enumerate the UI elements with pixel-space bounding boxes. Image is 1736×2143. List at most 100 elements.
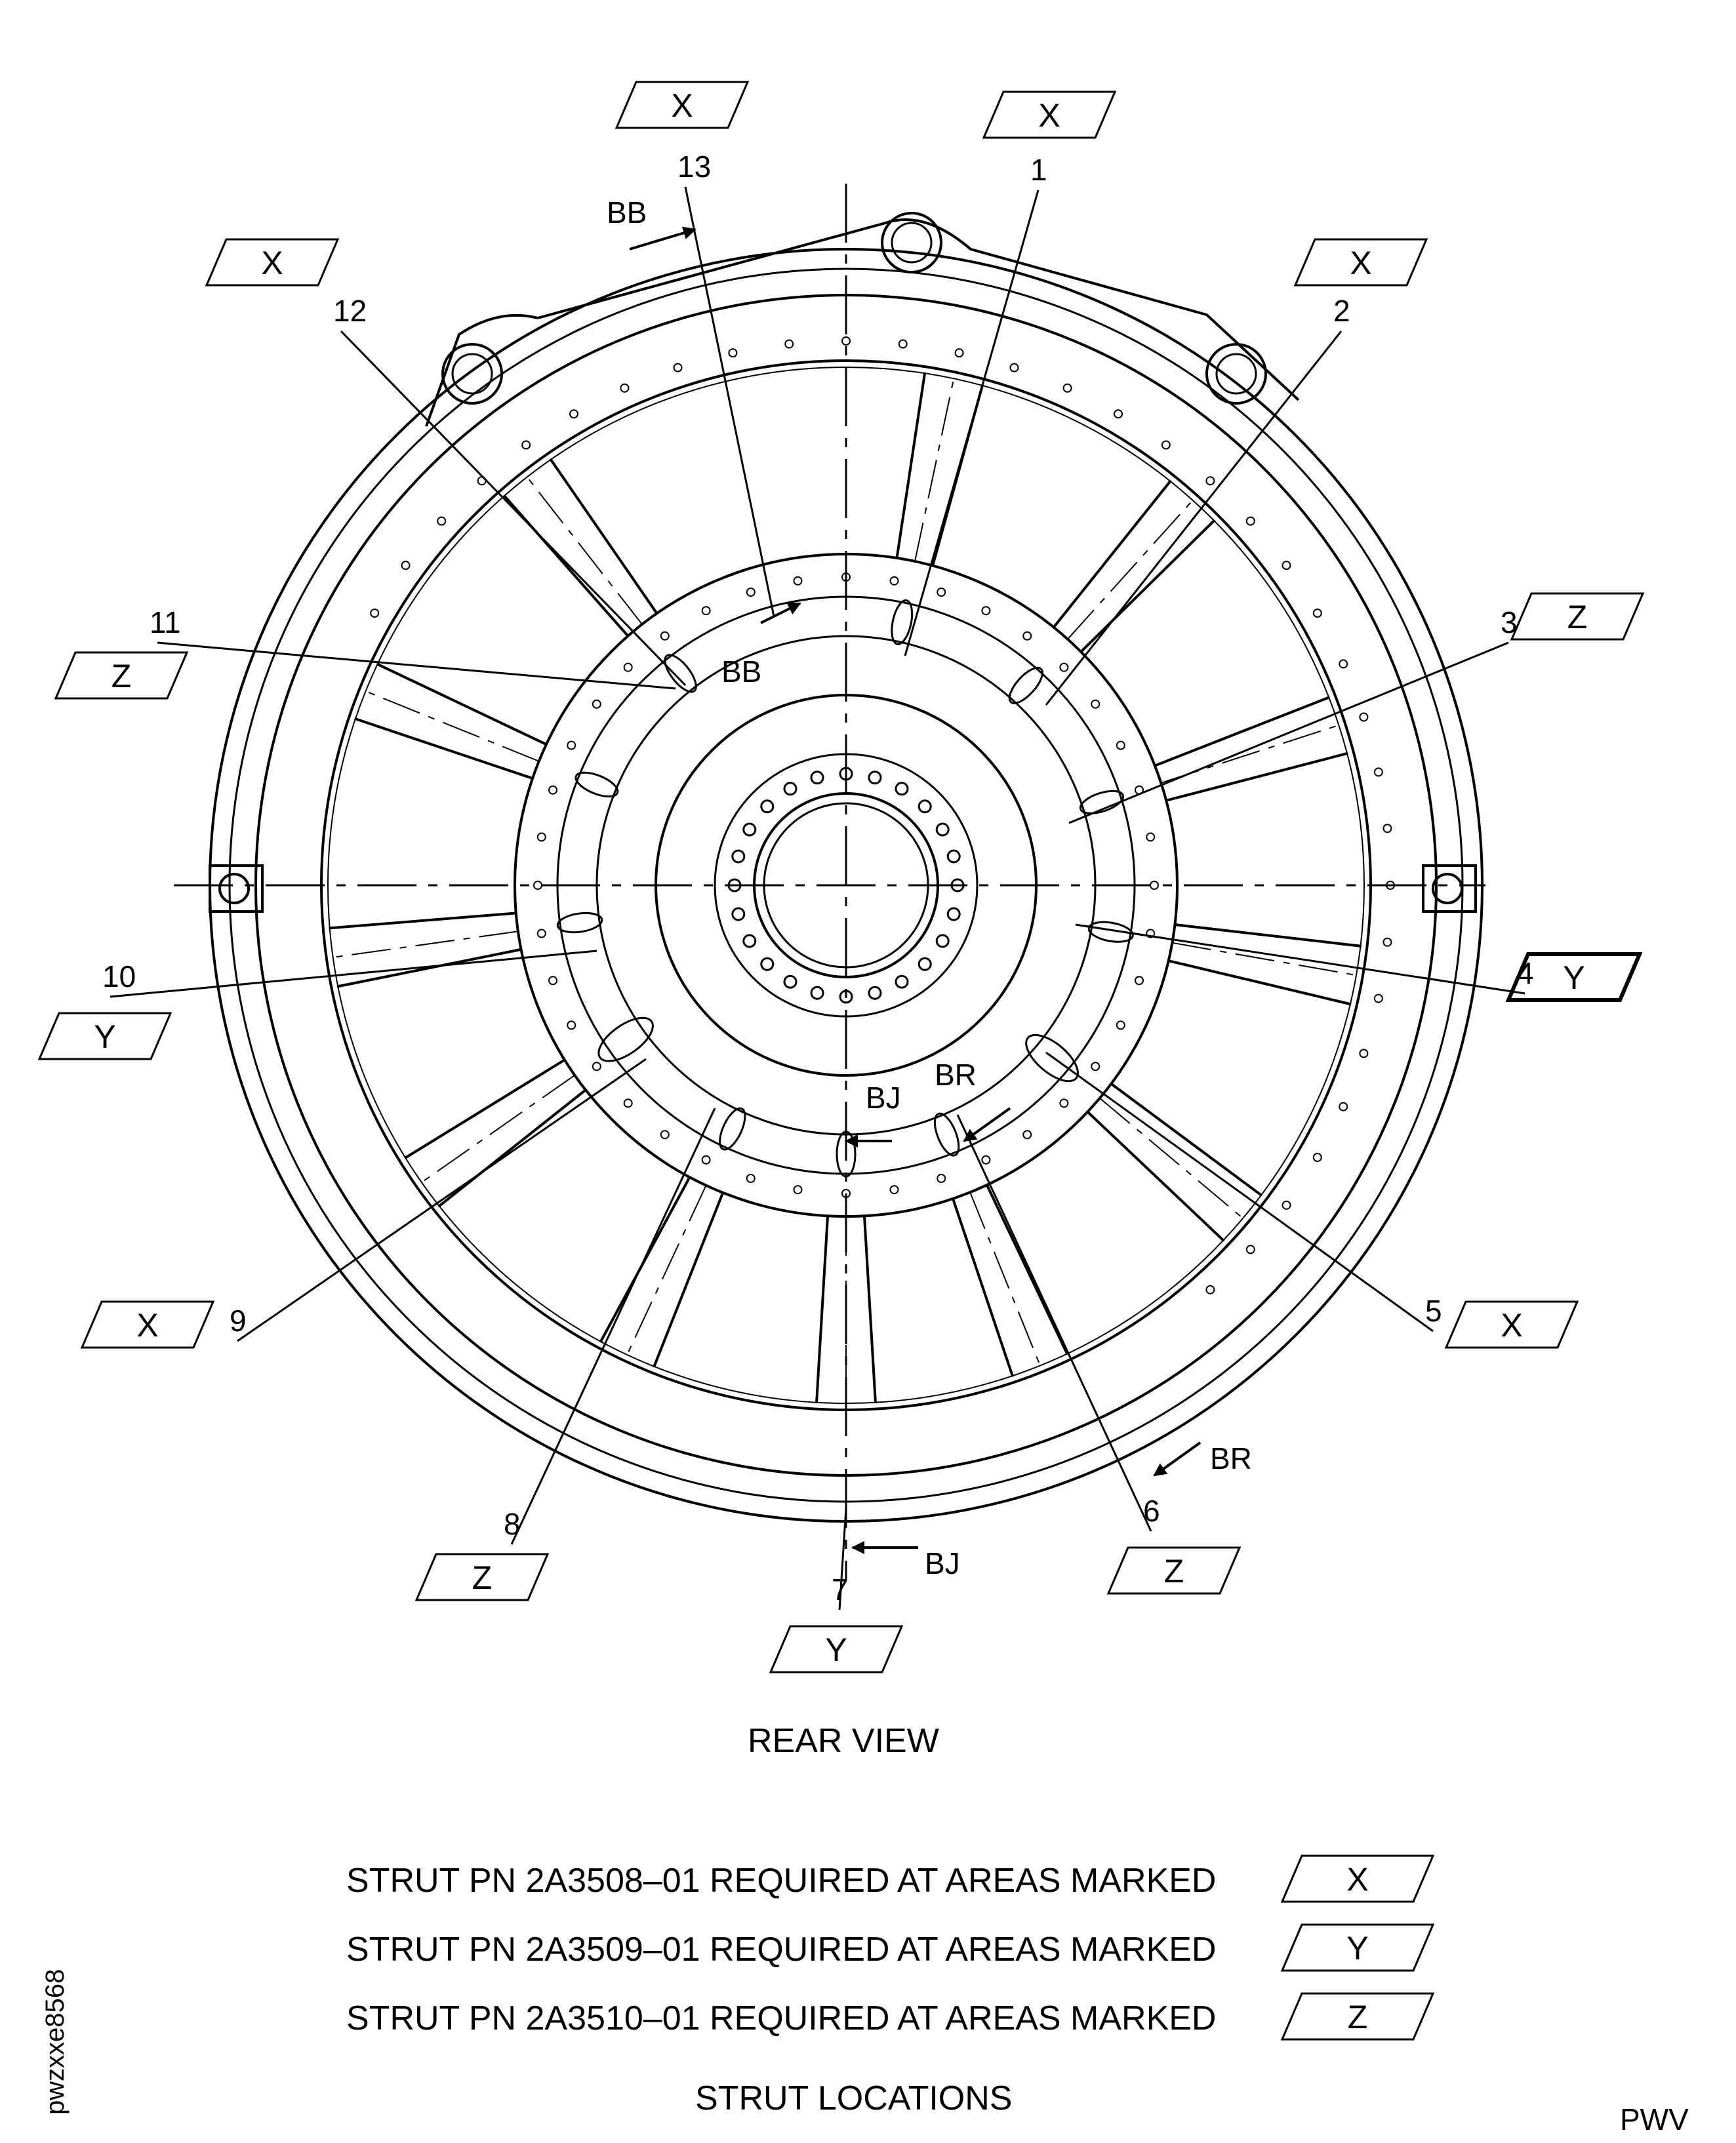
area-tag-10 [37, 1012, 172, 1060]
strut-number-2: 2 [1333, 294, 1350, 328]
area-tag-6 [1106, 1546, 1241, 1595]
hub-bolt-hole [742, 934, 757, 948]
strut-number-1: 1 [1030, 153, 1047, 187]
strut-3 [1154, 696, 1348, 802]
ring-bolt-hole [1059, 662, 1069, 672]
right-side-lug [1422, 864, 1477, 913]
legend-line-y: STRUT PN 2A3509–01 REQUIRED AT AREAS MAR… [346, 1931, 1217, 1969]
strut-number-9: 9 [230, 1304, 247, 1338]
legend-tag-z-letter: Z [1348, 1999, 1368, 2035]
case-bolt-hole [1312, 1153, 1322, 1162]
legend-tag-y-letter: Y [1346, 1930, 1368, 1967]
strut-access-holes [556, 599, 1134, 1178]
ring-bolt-hole [567, 740, 576, 750]
ring-bolt-hole [746, 1173, 756, 1183]
area-tag-letter-3: Z [1567, 599, 1588, 635]
view-title: REAR VIEW [748, 1722, 939, 1760]
legend-tag-z [1280, 1992, 1435, 2041]
ring-bolt-hole [701, 606, 711, 616]
strut-number-8: 8 [504, 1507, 521, 1541]
hub-bolt-hole [895, 782, 909, 796]
ring-bolt-hole [889, 1185, 899, 1195]
area-tag-7 [769, 1625, 904, 1673]
view-label-bb-hub: BB [721, 654, 761, 689]
view-label-br-outer: BR [1210, 1441, 1252, 1475]
left-mount-hole-bush [451, 353, 493, 395]
ring-bolt-hole [536, 929, 546, 938]
strut-leaders [110, 186, 1525, 1611]
case-bolt-hole [1114, 409, 1123, 419]
strut-7 [815, 1216, 877, 1404]
area-tag-9 [80, 1300, 215, 1349]
hub-bolt-hole [760, 799, 775, 814]
case-bolt-hole [401, 561, 411, 571]
ring-bolt-hole [1091, 1062, 1100, 1072]
top-mount-hole-bush [891, 222, 933, 264]
ring-bolt-hole [1116, 1020, 1125, 1030]
area-tag-8 [414, 1553, 550, 1601]
ring-bolt-hole [592, 1062, 601, 1072]
hub-bolt-hole [946, 849, 961, 864]
case-bolt-hole [673, 363, 683, 372]
ring-bolt-hole [746, 588, 756, 597]
left-mount-lug-outline [425, 313, 538, 427]
hub-bolt-hole [935, 822, 950, 837]
ring-bolt-hole [660, 631, 670, 641]
hub-bolt-hole [946, 907, 961, 921]
area-tag-letter-5: X [1501, 1307, 1522, 1344]
ring-bolt-hole [1146, 929, 1156, 938]
left-side-lug [209, 864, 264, 913]
strut-4-centerline [1172, 942, 1357, 976]
case-bolt-hole [1383, 824, 1392, 833]
case-bolt-hole [1245, 1245, 1255, 1254]
ring-bolt-hole [592, 699, 601, 709]
leader-strut-6 [956, 1114, 1152, 1532]
strut-number-10: 10 [102, 959, 136, 993]
leader-strut-1 [904, 190, 1040, 656]
strut-number-13: 13 [677, 150, 711, 184]
ring-bolt-hole [567, 1020, 576, 1030]
strut-11 [354, 662, 547, 780]
area-tag-13 [615, 81, 750, 129]
strut-2-centerline [1067, 500, 1194, 640]
ring-bolt-hole [937, 588, 946, 597]
strut-1-centerline [914, 378, 955, 562]
case-bolt-hole [1312, 609, 1322, 618]
case-bolt-hole [1339, 1102, 1348, 1112]
left-side-lug-hole [218, 873, 250, 904]
case-bolt-hole [954, 348, 964, 358]
view-arrow-br-hub [963, 1107, 1011, 1142]
strut-number-7: 7 [832, 1572, 849, 1607]
case-bolt-hole [1339, 659, 1348, 669]
legend-tags [1280, 1854, 1435, 2041]
access-hole [891, 599, 914, 645]
area-tag-letter-6: Z [1164, 1553, 1184, 1590]
access-hole [719, 1107, 746, 1151]
strut-lines [329, 372, 1362, 1404]
leader-strut-4 [1075, 923, 1525, 995]
strut-8 [599, 1176, 724, 1368]
ring-bolt-hole [623, 662, 633, 672]
ring-bolt-hole [1022, 631, 1032, 641]
ring-bolt-hole [1146, 832, 1156, 842]
case-bolt-hole [1373, 993, 1383, 1003]
access-hole [1087, 921, 1134, 943]
right-mount-hole [1205, 343, 1267, 405]
ring-bolt-hole [548, 976, 558, 986]
ring-bolt-hole [660, 1130, 670, 1140]
right-side-lug-hole [1432, 873, 1463, 904]
ring-bolt-hole [1022, 1130, 1032, 1140]
view-arrow-bb-top [629, 226, 696, 250]
strut-number-11: 11 [150, 605, 181, 639]
top-mount-hole [881, 212, 942, 273]
area-tag-letter-9: X [136, 1307, 158, 1344]
ring-bolt-hole [623, 1098, 633, 1108]
legend-line-z: STRUT PN 2A3510–01 REQUIRED AT AREAS MAR… [346, 1999, 1217, 2037]
area-tag-letter-11: Z [111, 658, 132, 694]
ring-bolt-hole [1091, 699, 1100, 709]
leader-strut-7 [838, 1508, 847, 1611]
case-bolt-hole [1161, 440, 1171, 450]
case-bolt-hole [1359, 1049, 1369, 1058]
view-arrow-bb-hub [760, 602, 801, 624]
